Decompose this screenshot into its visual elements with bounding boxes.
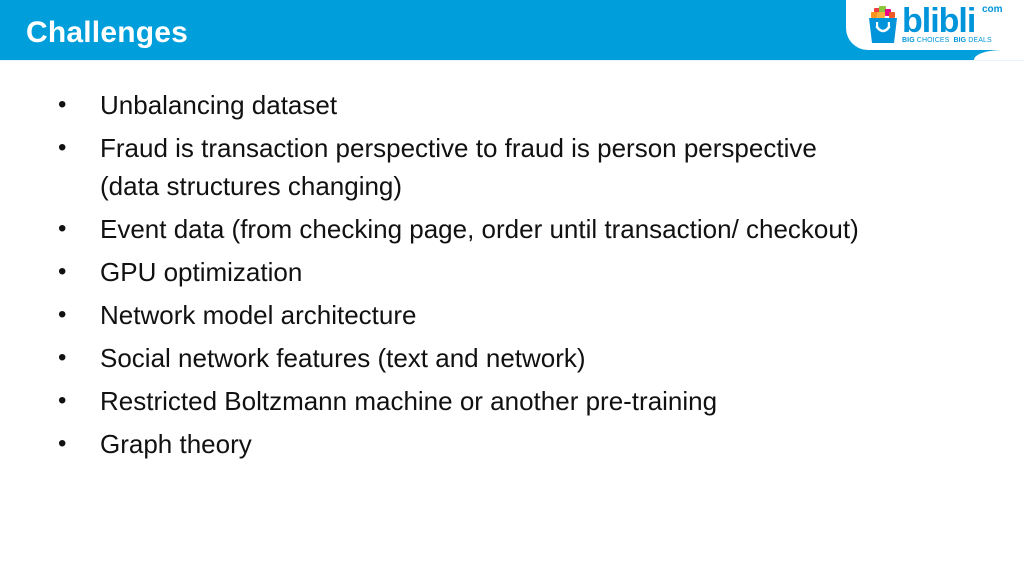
bullet-icon: • <box>58 134 67 161</box>
bullet-icon: • <box>58 344 67 371</box>
list-item-text: Graph theory <box>100 429 252 459</box>
list-item: • GPU optimization <box>58 253 928 291</box>
bullet-icon: • <box>58 301 67 328</box>
shopping-bag-icon <box>869 6 897 43</box>
list-item-text: Network model architecture <box>100 300 417 330</box>
tagline-deals: DEALS <box>966 37 992 44</box>
slide-title: Challenges <box>26 16 189 49</box>
list-item: • Graph theory <box>58 425 928 463</box>
header-divider <box>0 60 1024 61</box>
list-item-text: GPU optimization <box>100 257 303 287</box>
list-item-text: Unbalancing dataset <box>100 90 338 120</box>
bullet-icon: • <box>58 430 67 457</box>
list-item: • Restricted Boltzmann machine or anothe… <box>58 382 928 420</box>
list-item-text: Event data (from checking page, order un… <box>100 214 859 244</box>
bullet-icon: • <box>58 91 67 118</box>
logo-wordmark: blibli <box>902 2 976 40</box>
bullet-icon: • <box>58 387 67 414</box>
challenges-list: • Unbalancing dataset • Fraud is transac… <box>58 86 928 468</box>
list-item: • Social network features (text and netw… <box>58 339 928 377</box>
tagline-choices: CHOICES <box>914 37 950 44</box>
list-item: • Event data (from checking page, order … <box>58 210 960 248</box>
bullet-icon: • <box>58 215 67 242</box>
list-item: • Unbalancing dataset <box>58 86 928 124</box>
list-item-text: Fraud is transaction perspective to frau… <box>100 133 817 201</box>
tagline-big-2: BIG <box>953 37 967 44</box>
logo-domain-suffix: com <box>982 4 1003 15</box>
logo-tagline: BIG CHOICES BIG DEALS <box>902 36 992 45</box>
blibli-logo: blibli com BIG CHOICES BIG DEALS <box>846 0 1024 60</box>
tagline-big-1: BIG <box>902 37 915 44</box>
list-item-text: Social network features (text and networ… <box>100 343 586 373</box>
list-item: • Fraud is transaction perspective to fr… <box>58 129 860 205</box>
bullet-icon: • <box>58 258 67 285</box>
list-item-text: Restricted Boltzmann machine or another … <box>100 386 718 416</box>
list-item: • Network model architecture <box>58 296 928 334</box>
